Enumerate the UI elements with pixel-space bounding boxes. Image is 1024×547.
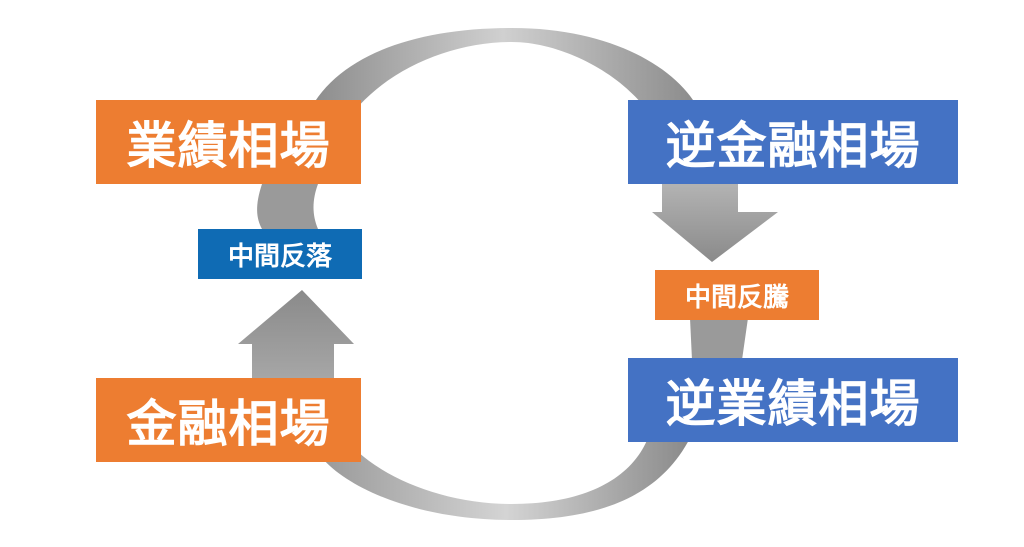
phase-gyaku-kinyu-label: 逆金融相場 (665, 117, 921, 175)
transition-hanto-label: 中間反騰 (684, 282, 789, 313)
phase-gyaku-gyoseki-box: 逆業績相場 (628, 358, 958, 442)
arc-left (257, 184, 318, 229)
phase-gyaku-kinyu-box: 逆金融相場 (628, 100, 958, 184)
phase-gyoseki-label: 業績相場 (126, 117, 331, 175)
transition-hanto-box: 中間反騰 (655, 270, 819, 320)
arc-bottom (322, 438, 690, 520)
phase-gyaku-gyoseki-label: 逆業績相場 (665, 375, 921, 433)
phase-kinyu-box: 金融相場 (96, 378, 361, 462)
arc-right (690, 318, 748, 360)
transition-hanraku-label: 中間反落 (227, 241, 332, 272)
transition-hanraku-box: 中間反落 (198, 229, 362, 279)
phase-gyoseki-box: 業績相場 (96, 100, 361, 184)
arrow-up-left (238, 290, 354, 378)
arc-top (306, 28, 700, 150)
arrow-down-right (652, 182, 778, 262)
phase-kinyu-label: 金融相場 (126, 395, 331, 453)
